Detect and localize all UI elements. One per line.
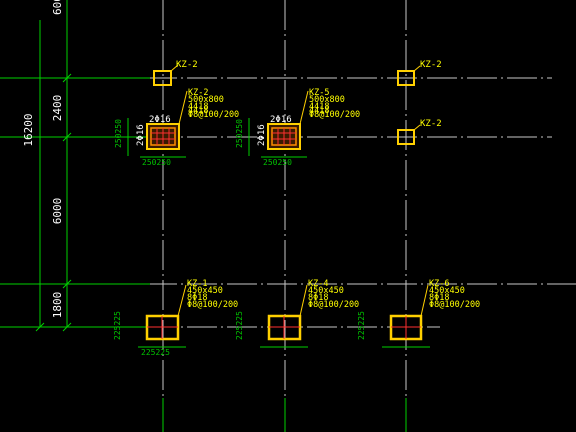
small-dim-vertical: 250250 <box>235 119 244 148</box>
rebar-grid <box>272 128 296 145</box>
column-spec-line-2: 8Φ18 <box>429 293 449 303</box>
dim-segment-2400: 2400 <box>51 95 64 122</box>
column-kz2-right1-label: KZ-2 <box>420 60 442 70</box>
dim-tick-2 <box>62 132 72 142</box>
small-dim-horizontal: 250250 <box>142 158 171 167</box>
small-dim-vertical: 225225 <box>357 311 366 340</box>
dim-tick-4 <box>62 322 72 332</box>
column-kz2-right2-label: KZ-2 <box>420 119 442 129</box>
column-kz2-right1-outline <box>397 70 415 86</box>
leader-line <box>420 284 429 317</box>
small-dim-vertical: 225225 <box>113 311 122 340</box>
column-spec-line-1: 500x800 <box>188 95 224 105</box>
leader-line <box>413 65 421 72</box>
dim-tick-3 <box>62 279 72 289</box>
dim-tick-1 <box>62 73 72 83</box>
column-spec-line-3: Φ8@100/200 <box>308 300 359 310</box>
column-spec-line-3: 4418 <box>309 106 329 116</box>
column-kz5-detail: 2Φ16 2Φ16 KZ-5 500x800 4418 4418 Φ8@100/… <box>235 88 360 167</box>
dim-tick-5 <box>35 322 45 332</box>
axis-tails <box>162 398 407 432</box>
dim-total-text: 16200 <box>22 113 35 146</box>
column-kz2-right2-outline <box>397 129 415 145</box>
small-dim-horizontal: 250250 <box>263 158 292 167</box>
column-name: KZ-5 <box>309 88 329 98</box>
small-dim-vertical: 250250 <box>114 119 123 148</box>
vertical-axis-lines <box>162 0 407 432</box>
column-spec-line-4: Φ8@100/200 <box>309 110 360 120</box>
side-bar-label: 2Φ16 <box>257 124 267 146</box>
column-spec-line-2: 8Φ18 <box>308 293 328 303</box>
column-spec-line-2: 8Φ18 <box>187 293 207 303</box>
column-spec-line-1: 500x800 <box>309 95 345 105</box>
column-spec-line-4: Φ8@100/200 <box>188 110 239 120</box>
column-kz2-top-outline <box>153 70 172 86</box>
column-spec-line-3: 4418 <box>188 106 208 116</box>
column-kz2-right2: KZ-2 <box>397 119 442 145</box>
leader-line <box>299 284 308 317</box>
small-dim-vertical: 225225 <box>235 311 244 340</box>
column-name: KZ-6 <box>429 279 449 289</box>
leader-line <box>177 284 187 317</box>
dim-segment-600: 600 <box>51 0 64 15</box>
leader-line <box>299 90 309 125</box>
column-spec-line-1: 450x450 <box>187 286 223 296</box>
top-bar-label: 2Φ16 <box>149 115 171 125</box>
column-name: KZ-1 <box>187 279 207 289</box>
leader-line <box>178 90 188 125</box>
small-dim-horizontal: 225225 <box>141 348 170 357</box>
column-kz2-top: KZ-2 <box>153 60 198 86</box>
rebar-grid <box>151 128 175 145</box>
dim-segment-1800: 1800 <box>51 292 64 319</box>
column-spec-line-2: 4418 <box>309 102 329 112</box>
column-name: KZ-2 <box>188 88 208 98</box>
top-bar-label: 2Φ16 <box>270 115 292 125</box>
column-kz2-detail: 2Φ16 2Φ16 KZ-2 500x800 4418 4418 Φ8@100/… <box>114 88 239 167</box>
column-spec-line-3: Φ8@100/200 <box>187 300 238 310</box>
column-kz2-top-label: KZ-2 <box>176 60 198 70</box>
column-kz1: KZ-1 450x450 8Φ18 Φ8@100/200 225225 2252… <box>113 279 238 357</box>
column-spec-line-2: 4418 <box>188 102 208 112</box>
leader-line <box>170 64 179 72</box>
dim-segment-6000: 6000 <box>51 198 64 225</box>
column-name: KZ-4 <box>308 279 328 289</box>
dimension-lines <box>0 0 150 332</box>
leader-line <box>413 124 421 131</box>
column-spec-line-1: 450x450 <box>308 286 344 296</box>
column-spec-line-3: Φ8@100/200 <box>429 300 480 310</box>
column-kz4: KZ-4 450x450 8Φ18 Φ8@100/200 225225 <box>235 279 359 348</box>
column-kz2-right1: KZ-2 <box>397 60 442 86</box>
column-kz6: KZ-6 450x450 8Φ18 Φ8@100/200 225225 <box>357 279 480 348</box>
side-bar-label: 2Φ16 <box>136 124 146 146</box>
column-spec-line-1: 450x450 <box>429 286 465 296</box>
